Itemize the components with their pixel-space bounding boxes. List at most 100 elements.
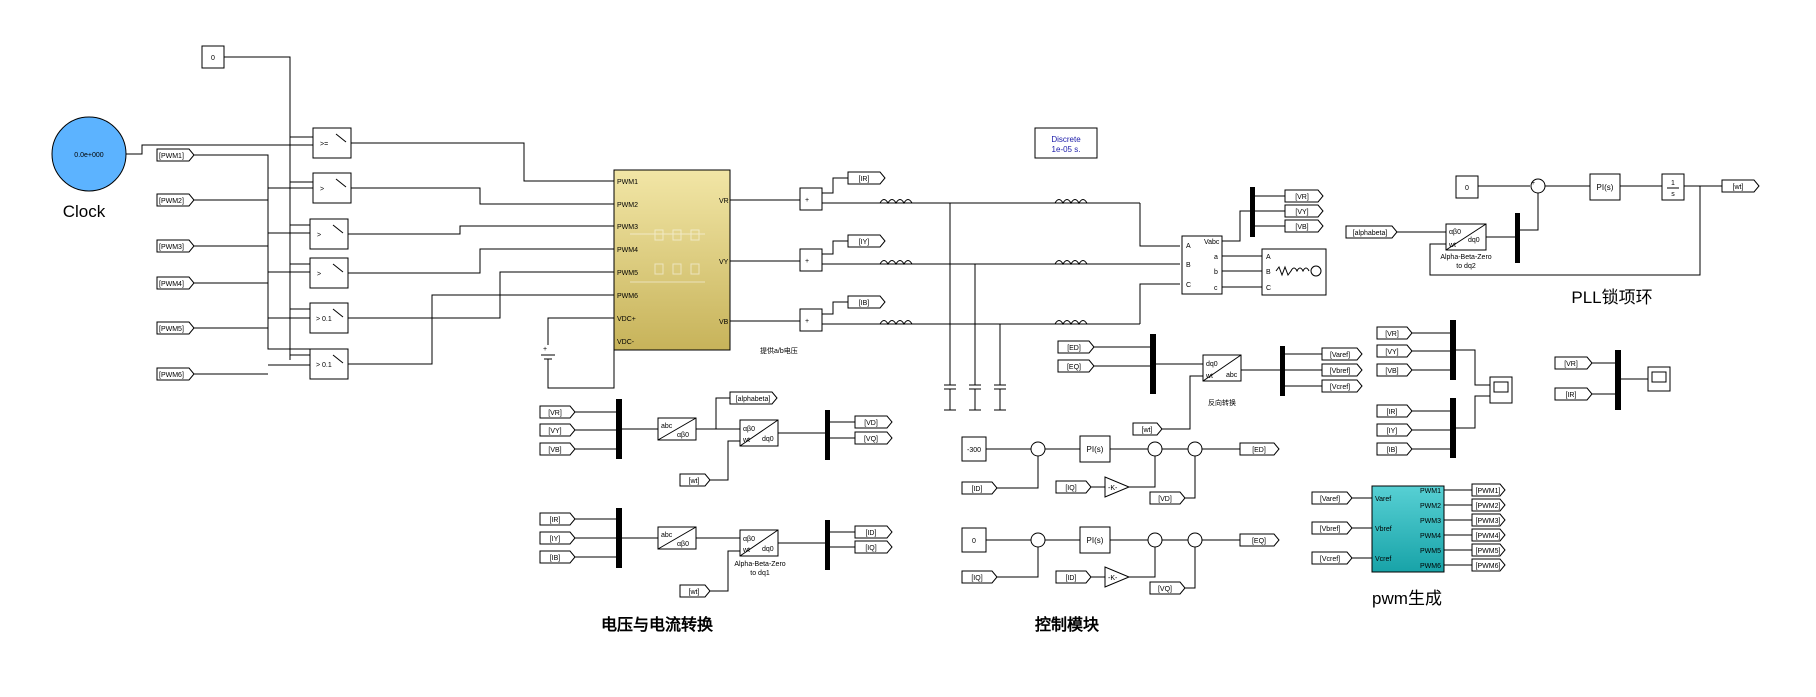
pwm-goto-3[interactable]: [PWM3] xyxy=(1471,513,1506,527)
goto-tag-vb[interactable]: [VB] xyxy=(1284,219,1324,233)
goto-tag-ir[interactable] xyxy=(847,171,886,185)
switch-3[interactable]: > xyxy=(309,218,349,250)
from-tag-eq[interactable]: [EQ] xyxy=(1057,359,1095,373)
clarke-i-block[interactable]: abc αβ0 xyxy=(657,526,697,550)
from-scope-vr[interactable]: [VR] xyxy=(1376,326,1413,340)
goto-tag-iq[interactable]: [IQ] xyxy=(854,540,893,554)
goto-tag-vcref[interactable]: [Vcref] xyxy=(1321,379,1363,393)
pwm-goto-2[interactable]: [PWM2] xyxy=(1471,498,1506,512)
mux-v-scope[interactable] xyxy=(1450,320,1456,380)
from-conv-ir[interactable]: [IR] xyxy=(539,512,576,526)
from-conv-vy[interactable]: [VY] xyxy=(539,423,576,437)
scope-2[interactable] xyxy=(1647,366,1671,392)
ctrl-from-vq[interactable]: [VQ] xyxy=(1149,581,1186,595)
ctrl-from-id-1[interactable]: [ID] xyxy=(961,481,998,495)
scope-1[interactable] xyxy=(1489,376,1513,404)
capacitor-bank[interactable] xyxy=(944,203,1006,411)
goto-tag-ib[interactable] xyxy=(847,295,886,309)
constant-zero-top[interactable]: 0 xyxy=(201,45,225,69)
ctrl-from-id-2[interactable]: [ID] xyxy=(1055,570,1092,584)
from-tag-pwm4[interactable]: [PWM4] xyxy=(156,276,195,290)
goto-tag-id[interactable]: [ID] xyxy=(854,525,893,539)
goto-tag-vr[interactable]: [VR] xyxy=(1284,189,1324,203)
pwm-goto-5[interactable]: [PWM5] xyxy=(1471,543,1506,557)
from-conv-i-wt[interactable]: [wt] xyxy=(679,584,711,598)
inverter-block[interactable]: PWM1 PWM2 PWM3 PWM4 PWM5 PWM6 VDC+ VDC- … xyxy=(613,169,731,351)
from-tag-ed[interactable]: [ED] xyxy=(1057,340,1095,354)
mux-edq[interactable] xyxy=(1150,334,1156,394)
from-tag-alphabeta[interactable]: [alphabeta] xyxy=(1345,225,1398,239)
from-tag-pwm5[interactable]: [PWM5] xyxy=(156,321,195,335)
ctrl-sum-1[interactable] xyxy=(1030,441,1046,457)
goto-tag-vq[interactable]: [VQ] xyxy=(854,431,893,445)
from-tag-wt-inv[interactable]: [wt] xyxy=(1132,422,1163,436)
pwm-generator-block[interactable]: Varef Vbref Vcref PWM1 PWM2 PWM3 PWM4 PW… xyxy=(1371,485,1445,573)
demux-vabc[interactable] xyxy=(1250,187,1255,237)
from-scope-iy[interactable]: [IY] xyxy=(1376,423,1413,437)
park-i-block[interactable]: αβ0 wt dq0 xyxy=(739,529,779,557)
pll-integrator[interactable]: 1 s xyxy=(1661,173,1685,201)
switch-6[interactable]: > 0.1 xyxy=(309,348,349,380)
ctrl-goto-eq[interactable]: [EQ] xyxy=(1239,533,1280,547)
ctrl-sum-5[interactable] xyxy=(1147,532,1163,548)
ctrl-const-1[interactable]: -300 xyxy=(961,436,987,462)
from-scope-ir[interactable]: [IR] xyxy=(1376,404,1413,418)
mux-scope2[interactable] xyxy=(1615,350,1621,410)
switch-5[interactable]: > 0.1 xyxy=(309,302,349,334)
from-conv-vr[interactable]: [VR] xyxy=(539,405,576,419)
vi-measurement-block[interactable]: A B C Vabc a b c xyxy=(1181,235,1223,295)
ctrl-from-vd[interactable]: [VD] xyxy=(1149,491,1186,505)
mux-i-scope[interactable] xyxy=(1450,398,1456,458)
current-meas-iy[interactable] xyxy=(799,248,823,272)
pll-abz-to-dq-block[interactable]: αβ0 wt dq0 xyxy=(1445,223,1487,251)
pll-pi-block[interactable]: PI(s) xyxy=(1589,173,1621,201)
from-conv-ib[interactable]: [IB] xyxy=(539,550,576,564)
goto-tag-vbref[interactable]: [Vbref] xyxy=(1321,363,1363,377)
from-tag-pwm2[interactable]: [PWM2] xyxy=(156,193,195,207)
goto-tag-iy[interactable] xyxy=(847,234,886,248)
switch-2[interactable]: > xyxy=(312,172,352,204)
goto-tag-wt[interactable]: [wt] xyxy=(1721,179,1760,193)
from-scope2-ir[interactable]: [IR] xyxy=(1554,387,1593,401)
switch-1[interactable]: >= xyxy=(312,127,352,159)
goto-tag-alphabeta[interactable]: [alphabeta] xyxy=(729,391,778,405)
powergui-block[interactable]: Discrete 1e-05 s. xyxy=(1034,127,1098,159)
current-meas-ib[interactable] xyxy=(799,308,823,332)
ctrl-pi-2[interactable]: PI(s) xyxy=(1079,526,1111,554)
goto-tag-varef[interactable]: [Varef] xyxy=(1321,347,1363,361)
goto-tag-vy[interactable]: [VY] xyxy=(1284,204,1324,218)
from-tag-pwm6[interactable]: [PWM6] xyxy=(156,367,195,381)
from-scope-vy[interactable]: [VY] xyxy=(1376,344,1413,358)
from-tag-pwm1[interactable]: [PWM1] xyxy=(156,148,195,162)
mux-conv-i[interactable] xyxy=(616,508,622,568)
mux-conv-v[interactable] xyxy=(616,399,622,459)
ctrl-gain-1[interactable] xyxy=(1104,476,1131,498)
ctrl-from-iq-1[interactable]: [IQ] xyxy=(1055,480,1092,494)
from-scope-vb[interactable]: [VB] xyxy=(1376,363,1413,377)
pwm-from-varef[interactable]: [Varef] xyxy=(1311,491,1353,505)
from-conv-iy[interactable]: [IY] xyxy=(539,531,576,545)
ctrl-sum-4[interactable] xyxy=(1030,532,1046,548)
ctrl-goto-ed[interactable]: [ED] xyxy=(1239,442,1280,456)
ctrl-sum-2[interactable] xyxy=(1147,441,1163,457)
pwm-goto-6[interactable]: [PWM6] xyxy=(1471,558,1506,572)
pwm-goto-1[interactable]: [PWM1] xyxy=(1471,483,1506,497)
from-scope2-vr[interactable]: [VR] xyxy=(1554,356,1593,370)
from-tag-pwm3[interactable]: [PWM3] xyxy=(156,239,195,253)
ctrl-sum-3[interactable] xyxy=(1187,441,1203,457)
park-v-block[interactable]: αβ0 wt dq0 xyxy=(739,419,779,447)
clarke-v-block[interactable]: abc αβ0 xyxy=(657,417,697,441)
pll-demux[interactable] xyxy=(1515,213,1520,263)
pwm-goto-4[interactable]: [PWM4] xyxy=(1471,528,1506,542)
from-conv-vb[interactable]: [VB] xyxy=(539,442,576,456)
from-conv-v-wt[interactable]: [wt] xyxy=(679,473,711,487)
demux-vdq[interactable] xyxy=(825,410,830,460)
dc-voltage-source[interactable]: + xyxy=(541,317,615,389)
demux-idq[interactable] xyxy=(825,520,830,570)
ctrl-pi-1[interactable]: PI(s) xyxy=(1079,435,1111,463)
pll-constant[interactable]: 0 xyxy=(1455,175,1479,199)
current-meas-ir[interactable] xyxy=(799,187,823,211)
from-scope-ib[interactable]: [IB] xyxy=(1376,442,1413,456)
demux-vref[interactable] xyxy=(1280,346,1285,396)
pwm-from-vcref[interactable]: [Vcref] xyxy=(1311,551,1353,565)
